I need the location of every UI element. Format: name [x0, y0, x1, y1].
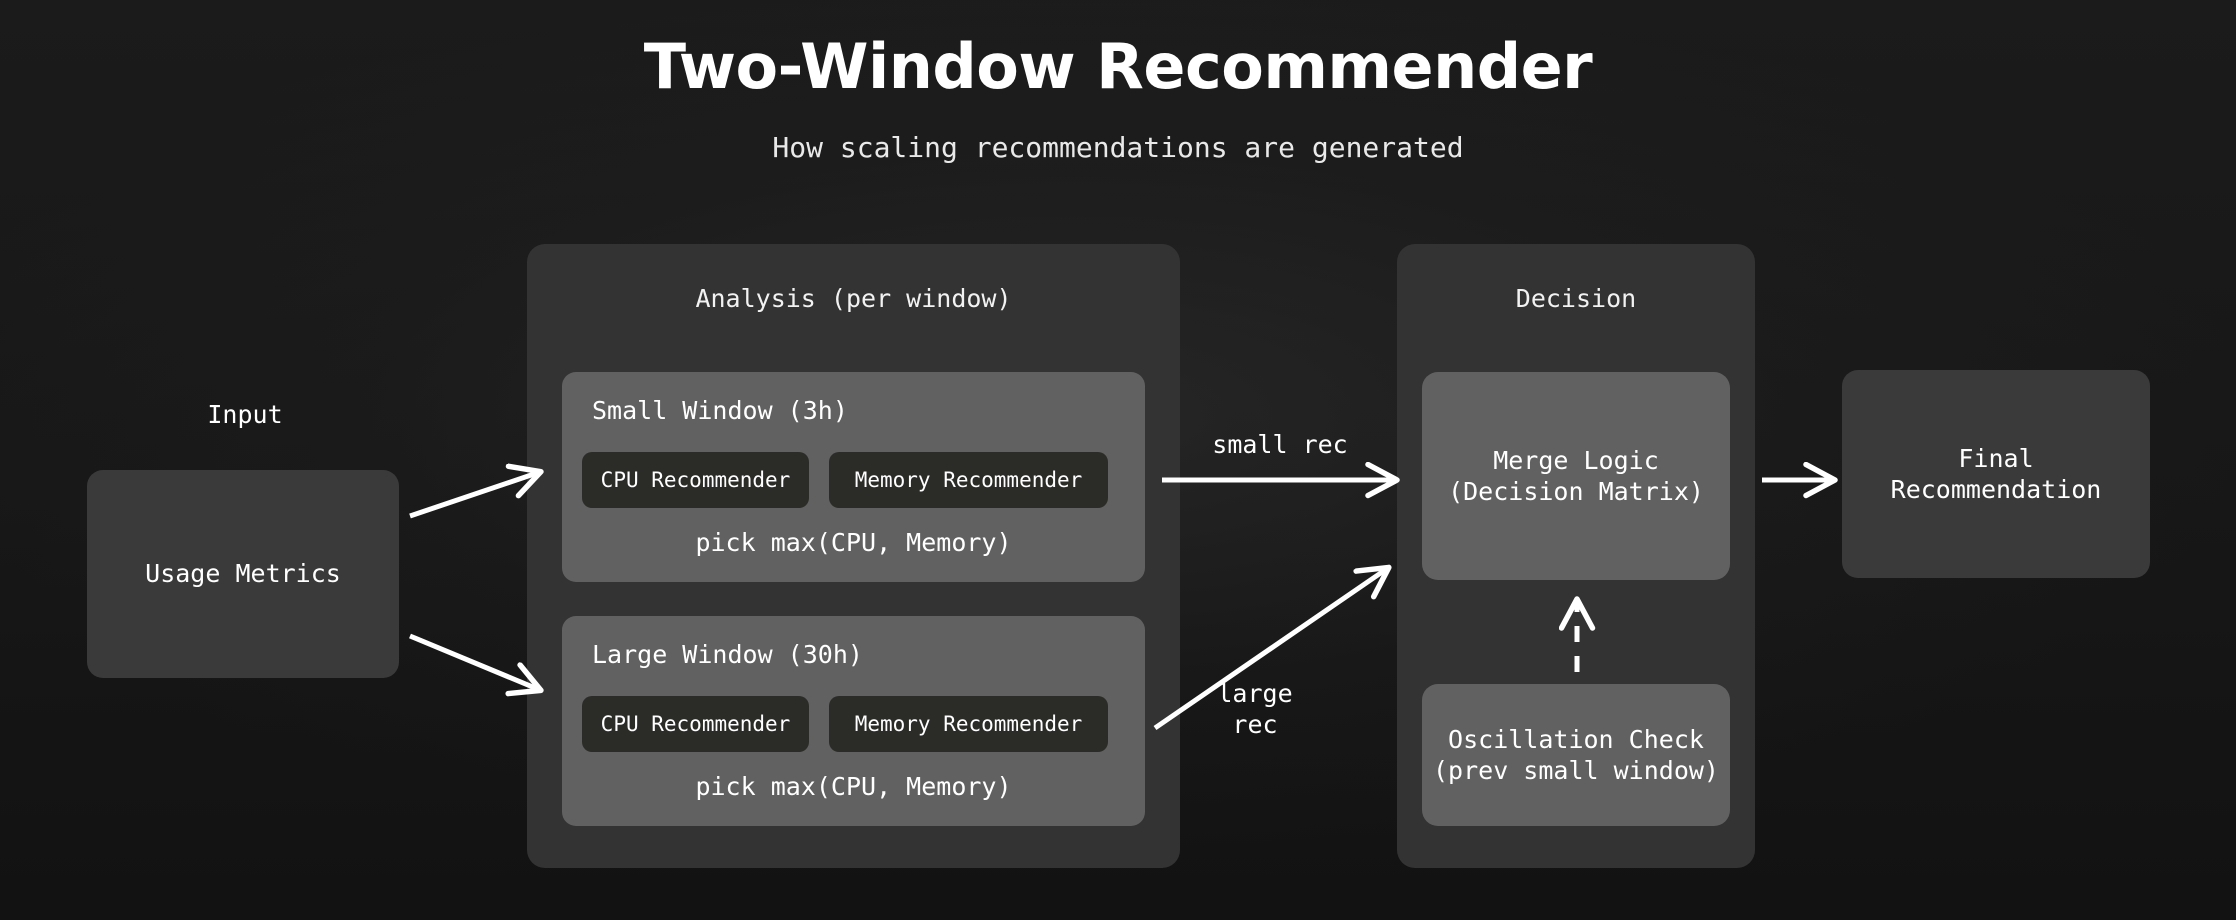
edge-label-small-rec: small rec: [1212, 430, 1348, 459]
group-analysis-title: Analysis (per window): [695, 284, 1012, 313]
node-oscillation-check[interactable]: Oscillation Check (prev small window): [1422, 684, 1730, 826]
window-small-footer: pick max(CPU, Memory): [695, 528, 1012, 557]
node-usage-metrics[interactable]: Usage Metrics: [87, 470, 399, 678]
window-small-label: Small Window (3h): [592, 396, 848, 425]
chip-large-memory-recommender[interactable]: Memory Recommender: [829, 696, 1108, 752]
window-large[interactable]: Large Window (30h) CPU Recommender Memor…: [562, 616, 1145, 826]
edge-label-large-rec: large rec: [1217, 679, 1293, 740]
input-section-label: Input: [207, 400, 283, 429]
node-final-recommendation[interactable]: Final Recommendation: [1842, 370, 2150, 578]
chip-small-cpu-recommender[interactable]: CPU Recommender: [582, 452, 809, 508]
page-title: Two-Window Recommender: [643, 30, 1593, 103]
arrow-input-to-large-window: [409, 633, 540, 690]
arrow-input-to-small-window: [409, 472, 540, 519]
page-subtitle: How scaling recommendations are generate…: [772, 131, 1464, 164]
group-decision-title: Decision: [1515, 284, 1637, 313]
window-small[interactable]: Small Window (3h) CPU Recommender Memory…: [562, 372, 1145, 582]
node-merge-logic[interactable]: Merge Logic (Decision Matrix): [1422, 372, 1730, 580]
window-large-label: Large Window (30h): [592, 640, 863, 669]
window-large-footer: pick max(CPU, Memory): [695, 772, 1012, 801]
chip-small-memory-recommender[interactable]: Memory Recommender: [829, 452, 1108, 508]
chip-large-cpu-recommender[interactable]: CPU Recommender: [582, 696, 809, 752]
